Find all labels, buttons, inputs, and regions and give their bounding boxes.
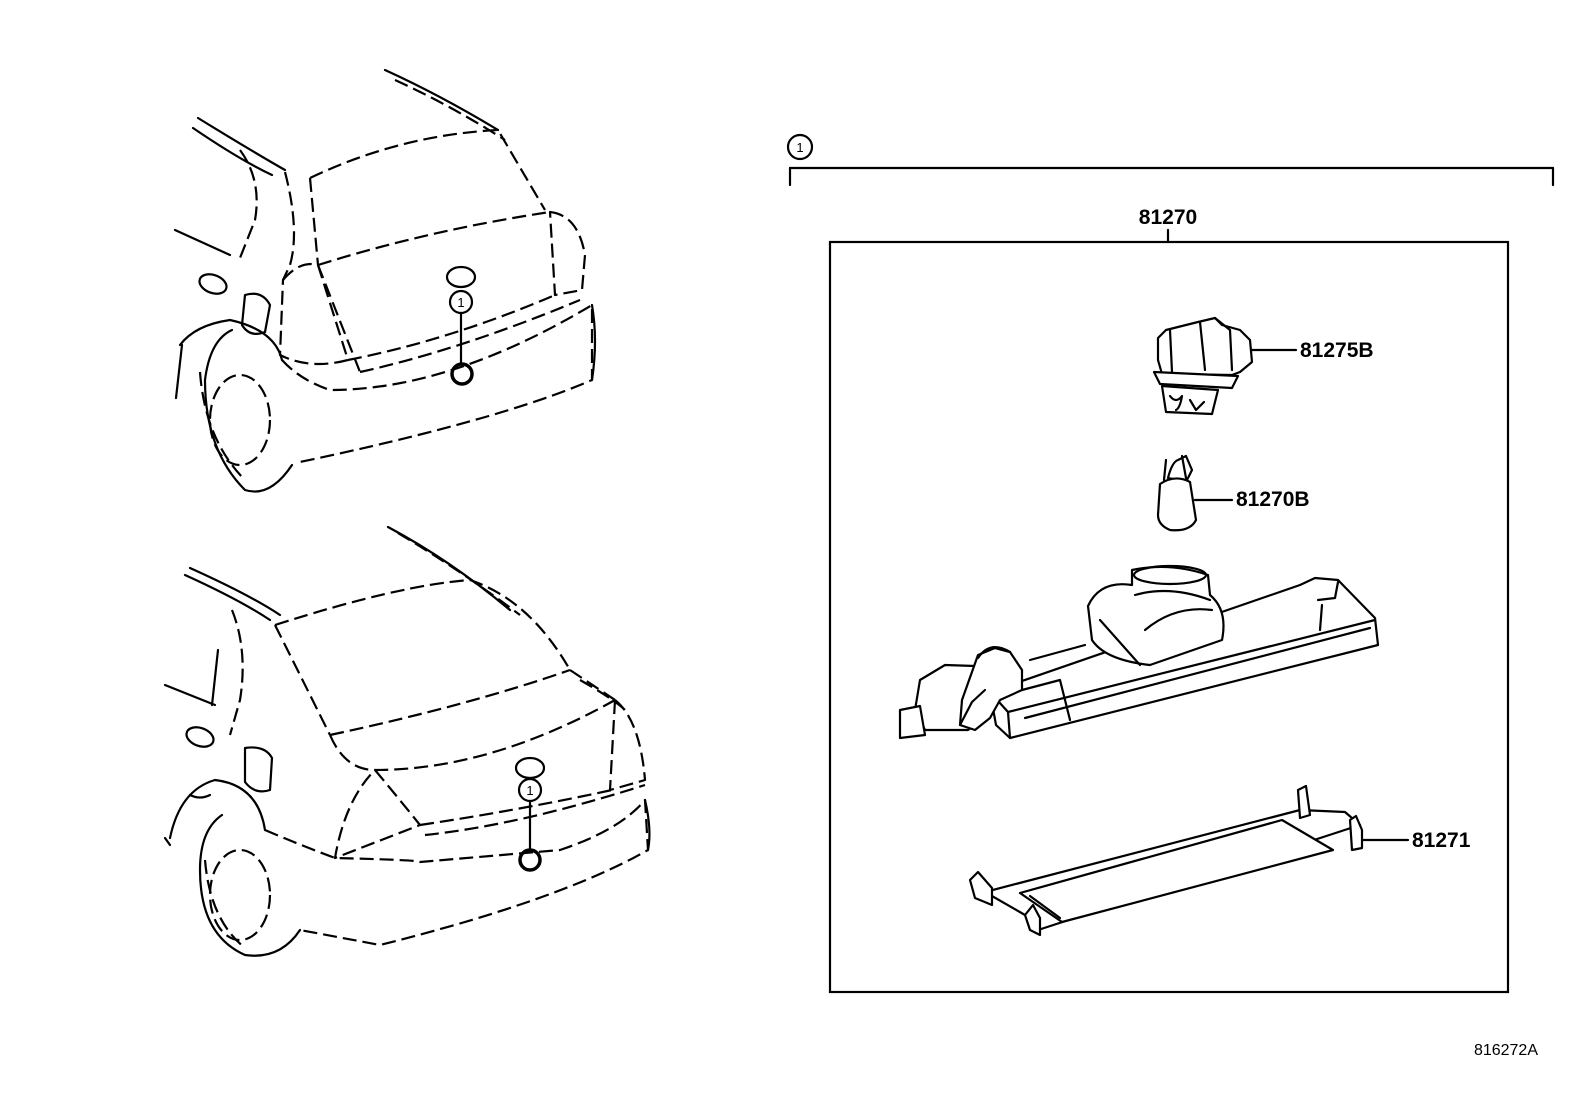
callout-ref-sedan: 1 (526, 783, 533, 798)
bulb-part[interactable]: 81270B (1156, 454, 1310, 532)
diagram-code: 816272A (1474, 1042, 1538, 1059)
group-bracket: 1 (786, 133, 1555, 187)
license-lamp-location-hatchback (450, 362, 474, 386)
lens-part-number[interactable]: 81271 (1412, 829, 1471, 852)
bulb-part-number[interactable]: 81270B (1236, 488, 1310, 511)
socket-part-number[interactable]: 81275B (1300, 339, 1374, 362)
lens-part[interactable]: 81271 (968, 784, 1471, 937)
group-ref: 1 (796, 140, 803, 155)
assembly-box (828, 240, 1510, 994)
callout-ref-hatchback: 1 (457, 295, 464, 310)
lamp-housing (898, 564, 1380, 740)
sedan-rear-view: 1 (163, 525, 651, 957)
assembly-part-number[interactable]: 81270 (1139, 206, 1197, 229)
hatchback-rear-view: 1 (173, 68, 597, 493)
socket-part[interactable]: 81275B (1152, 316, 1374, 416)
license-lamp-location-sedan (518, 848, 542, 872)
